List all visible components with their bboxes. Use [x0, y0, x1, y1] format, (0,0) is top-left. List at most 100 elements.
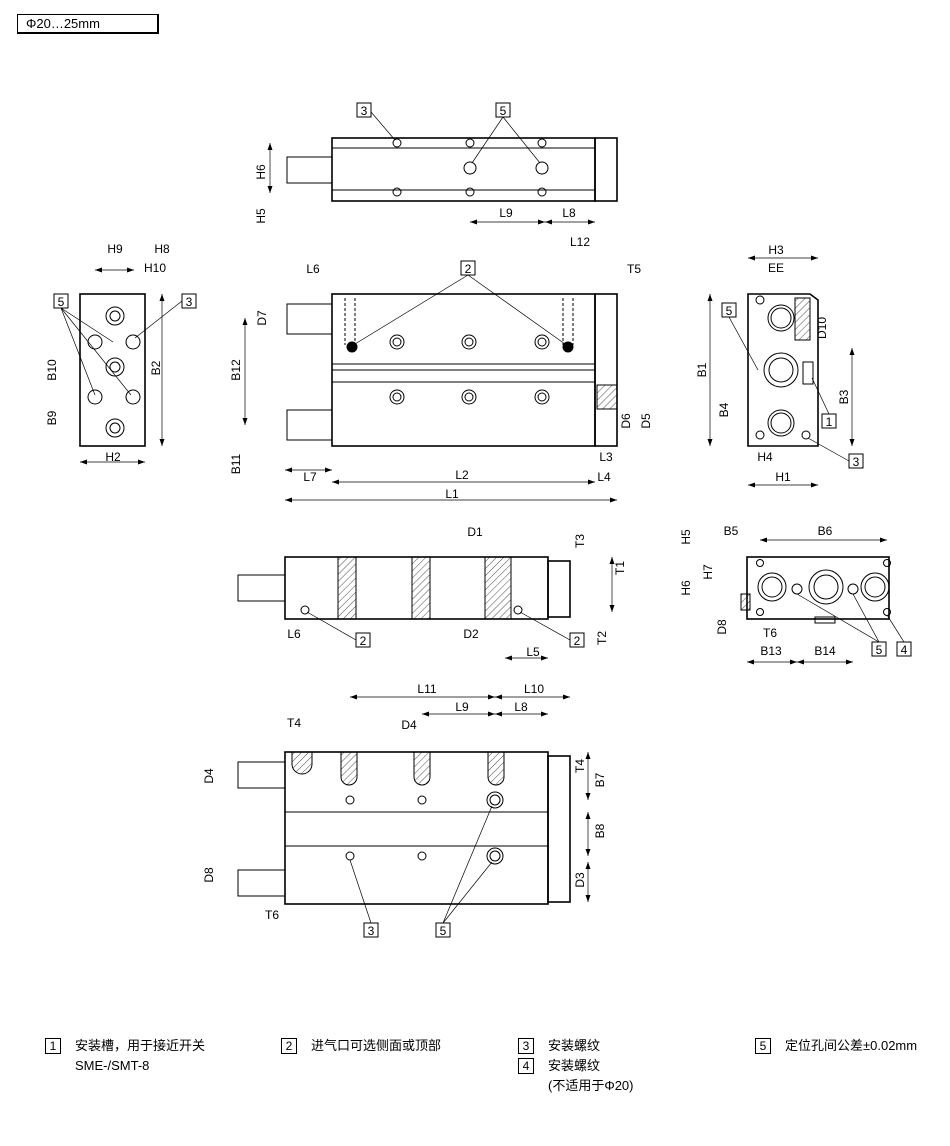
dim-label-bottom-D4-left: D4: [202, 768, 216, 784]
dim-label-front-L7: L7: [303, 470, 317, 484]
dim-label-section-L5: L5: [526, 645, 540, 659]
dim-label-bottom-D3: D3: [573, 872, 587, 888]
dim-label-bottom-L11: L11: [417, 682, 436, 696]
svg-text:3: 3: [361, 104, 368, 118]
small-end-view: [740, 556, 891, 624]
callout-3-right-view: 3: [807, 437, 864, 469]
dim-label-left-B10: B10: [45, 359, 59, 381]
dim-label-left-B9: B9: [45, 410, 59, 425]
dim-label-end-B5: B5: [724, 524, 739, 538]
dim-label-front-B11: B11: [229, 453, 243, 474]
dim-label-top-L9: L9: [499, 206, 513, 220]
svg-text:1: 1: [826, 415, 833, 429]
dim-label-right-B3: B3: [837, 389, 851, 404]
dim-label-bottom-B7: B7: [593, 772, 607, 787]
dim-label-front-D5: D5: [639, 413, 653, 429]
legend-number-box: 1: [45, 1038, 61, 1054]
legend-number-box: 4: [518, 1058, 534, 1074]
svg-text:3: 3: [853, 455, 860, 469]
dim-label-front-D6: D6: [619, 413, 633, 429]
dim-label-section-T1: T1: [613, 561, 627, 575]
dim-label-front-B12: B12: [229, 359, 243, 381]
dim-label-end-B14: B14: [814, 644, 836, 658]
dim-label-top-H6: H6: [254, 164, 268, 180]
legend-item-1: 1 安装槽，用于接近开关 SME-/SMT-8: [45, 1036, 205, 1076]
dim-label-section-T3: T3: [573, 534, 587, 548]
dim-label-bottom-T4-right: T4: [573, 759, 587, 773]
dim-label-front-D7: D7: [255, 310, 269, 326]
dim-label-bottom-L8: L8: [514, 700, 528, 714]
callout-5-end-view: 5: [796, 593, 887, 657]
dim-label-right-B4: B4: [717, 402, 731, 417]
svg-text:3: 3: [186, 295, 193, 309]
dim-label-left-H8: H8: [154, 242, 170, 256]
callout-5-right-view: 5: [721, 302, 759, 371]
callout-3-bottom-view: 3: [349, 859, 379, 938]
legend-item-3-4: 3 安装螺纹 4 安装螺纹 (不适用于Φ20): [518, 1036, 634, 1096]
legend-text: 安装螺纹: [548, 1038, 601, 1053]
top-view: [286, 137, 618, 202]
dim-label-front-L2: L2: [455, 468, 469, 482]
section-view: [237, 556, 571, 620]
dim-label-bottom-L10: L10: [524, 682, 544, 696]
legend-text: 定位孔间公差±0.02mm: [785, 1038, 918, 1053]
callout-2-front-view: 2: [354, 260, 566, 345]
svg-text:5: 5: [440, 924, 447, 938]
dim-label-left-H9: H9: [107, 242, 123, 256]
dim-label-right-H1: H1: [775, 470, 791, 484]
dim-label-right-D10: D10: [815, 317, 829, 339]
callout-5-top-view: 5: [471, 102, 541, 164]
dim-label-bottom-D8: D8: [202, 867, 216, 883]
dim-label-bottom-L9: L9: [455, 700, 469, 714]
right-end-view: [747, 293, 819, 447]
bottom-view: [237, 751, 571, 905]
legend-text: (不适用于Φ20): [548, 1078, 634, 1093]
callout-3-left-view: 3: [134, 293, 197, 339]
dim-label-section-T2: T2: [595, 631, 609, 645]
dim-label-section-L6: L6: [287, 627, 301, 641]
dim-label-left-H10: H10: [144, 261, 166, 275]
dim-label-right-B1: B1: [695, 362, 709, 377]
legend-item-2: 2 进气口可选侧面或顶部: [281, 1036, 441, 1056]
callout-2-section-left: 2: [306, 611, 371, 648]
callout-2-section-right: 2: [519, 611, 585, 648]
legend-text: 安装螺纹: [548, 1058, 601, 1073]
legend-text: 安装槽，用于接近开关: [75, 1038, 206, 1053]
dim-label-end-H6: H6: [679, 580, 693, 596]
dim-label-front-L4: L4: [597, 470, 611, 484]
dim-label-section-D1: D1: [467, 525, 483, 539]
svg-text:5: 5: [726, 304, 733, 318]
svg-text:5: 5: [500, 104, 507, 118]
dim-label-front-L12: L12: [570, 235, 590, 249]
dim-label-bottom-T6: T6: [265, 908, 279, 922]
svg-text:5: 5: [58, 295, 65, 309]
dim-label-end-H7: H7: [701, 564, 715, 580]
dim-label-bottom-D4-top: D4: [401, 718, 417, 732]
dim-label-end-D8: D8: [715, 619, 729, 635]
legend-number-box: 2: [281, 1038, 297, 1054]
callouts: 3 5 2 5 3 5 1 3 2 2 5 4 3 5: [53, 102, 912, 938]
dim-label-end-B13: B13: [760, 644, 782, 658]
dim-label-bottom-B8: B8: [593, 823, 607, 838]
legend-number-box: 3: [518, 1038, 534, 1054]
dim-label-front-L3: L3: [599, 450, 613, 464]
svg-text:2: 2: [360, 634, 367, 648]
dim-label-top-H5: H5: [254, 208, 268, 224]
dim-label-left-H2: H2: [105, 450, 121, 464]
dimension-labels: H6 H5 L9 L8 L6 D7 B12 B11 L7 L2 L1 L12 T…: [45, 164, 851, 922]
dim-label-top-L8: L8: [562, 206, 576, 220]
dim-label-right-H3: H3: [768, 243, 784, 257]
legend-text: 进气口可选侧面或顶部: [311, 1038, 442, 1053]
legend-text: SME-/SMT-8: [75, 1058, 150, 1073]
dim-label-end-B6: B6: [818, 524, 833, 538]
callout-4-end-view: 4: [886, 614, 912, 657]
callout-5-bottom-view: 5: [435, 805, 493, 938]
dim-label-right-H4: H4: [757, 450, 773, 464]
size-range-title: Φ20…25mm: [17, 14, 159, 34]
dim-label-section-D2: D2: [463, 627, 479, 641]
callout-3-top-view: 3: [356, 102, 396, 141]
svg-text:2: 2: [574, 634, 581, 648]
svg-text:2: 2: [465, 262, 472, 276]
